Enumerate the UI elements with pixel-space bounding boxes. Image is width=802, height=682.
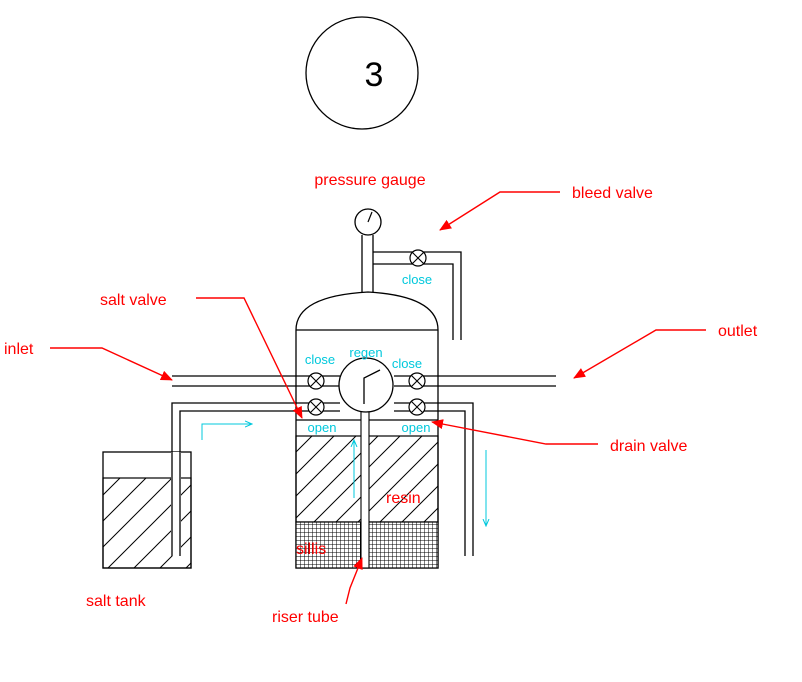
- riser-tube-leader: [345, 557, 363, 605]
- softener-tank: [295, 291, 439, 569]
- step-number: 3: [365, 56, 384, 94]
- control-valve-head: [338, 357, 394, 413]
- bleed-valve-leader: [439, 191, 560, 231]
- salt-valve-state: open: [308, 420, 337, 435]
- inlet-valve-state: close: [305, 352, 335, 367]
- label-outlet: outlet: [718, 323, 758, 340]
- label-inlet: inlet: [4, 341, 34, 358]
- salt-tank: [102, 451, 192, 569]
- label-pressure-gauge: pressure gauge: [314, 172, 425, 189]
- valve-close-right: [408, 372, 426, 390]
- pressure-gauge-needle: [367, 211, 373, 223]
- bleed-pipe: [373, 249, 462, 340]
- valve-close-left: [307, 372, 325, 390]
- inlet-leader: [50, 347, 173, 381]
- component-labels: pressure gauge bleed valve salt valve in…: [4, 172, 758, 626]
- step-circle: [305, 16, 419, 130]
- bleed-valve-state: close: [402, 272, 432, 287]
- drain-valve-state: open: [402, 420, 431, 435]
- label-bleed-valve: bleed valve: [572, 185, 653, 202]
- salt-valve-leader: [196, 297, 303, 419]
- outlet-leader: [573, 329, 706, 379]
- label-resin: resin: [386, 490, 421, 507]
- valve-open-right: [408, 398, 426, 416]
- leader-arrows: [50, 191, 706, 605]
- flow-arrows: [201, 424, 486, 526]
- drain-valve-leader: [431, 419, 598, 445]
- label-salt-valve: salt valve: [100, 292, 167, 309]
- brine-flow-arrow: [201, 424, 252, 440]
- label-riser-tube: riser tube: [272, 609, 339, 626]
- label-sillis: sillis: [296, 541, 326, 558]
- valve-open-left: [307, 398, 325, 416]
- pressure-gauge: [354, 208, 382, 292]
- step-indicator: 3: [305, 16, 419, 130]
- regen-state: regen: [349, 345, 382, 360]
- regen-valve-disk: [338, 357, 394, 413]
- riser-tube: [360, 389, 370, 569]
- outlet-valve-state: close: [392, 356, 422, 371]
- label-drain-valve: drain valve: [610, 438, 687, 455]
- valve-state-labels: close close regen close open open: [305, 272, 432, 435]
- label-salt-tank: salt tank: [86, 593, 147, 610]
